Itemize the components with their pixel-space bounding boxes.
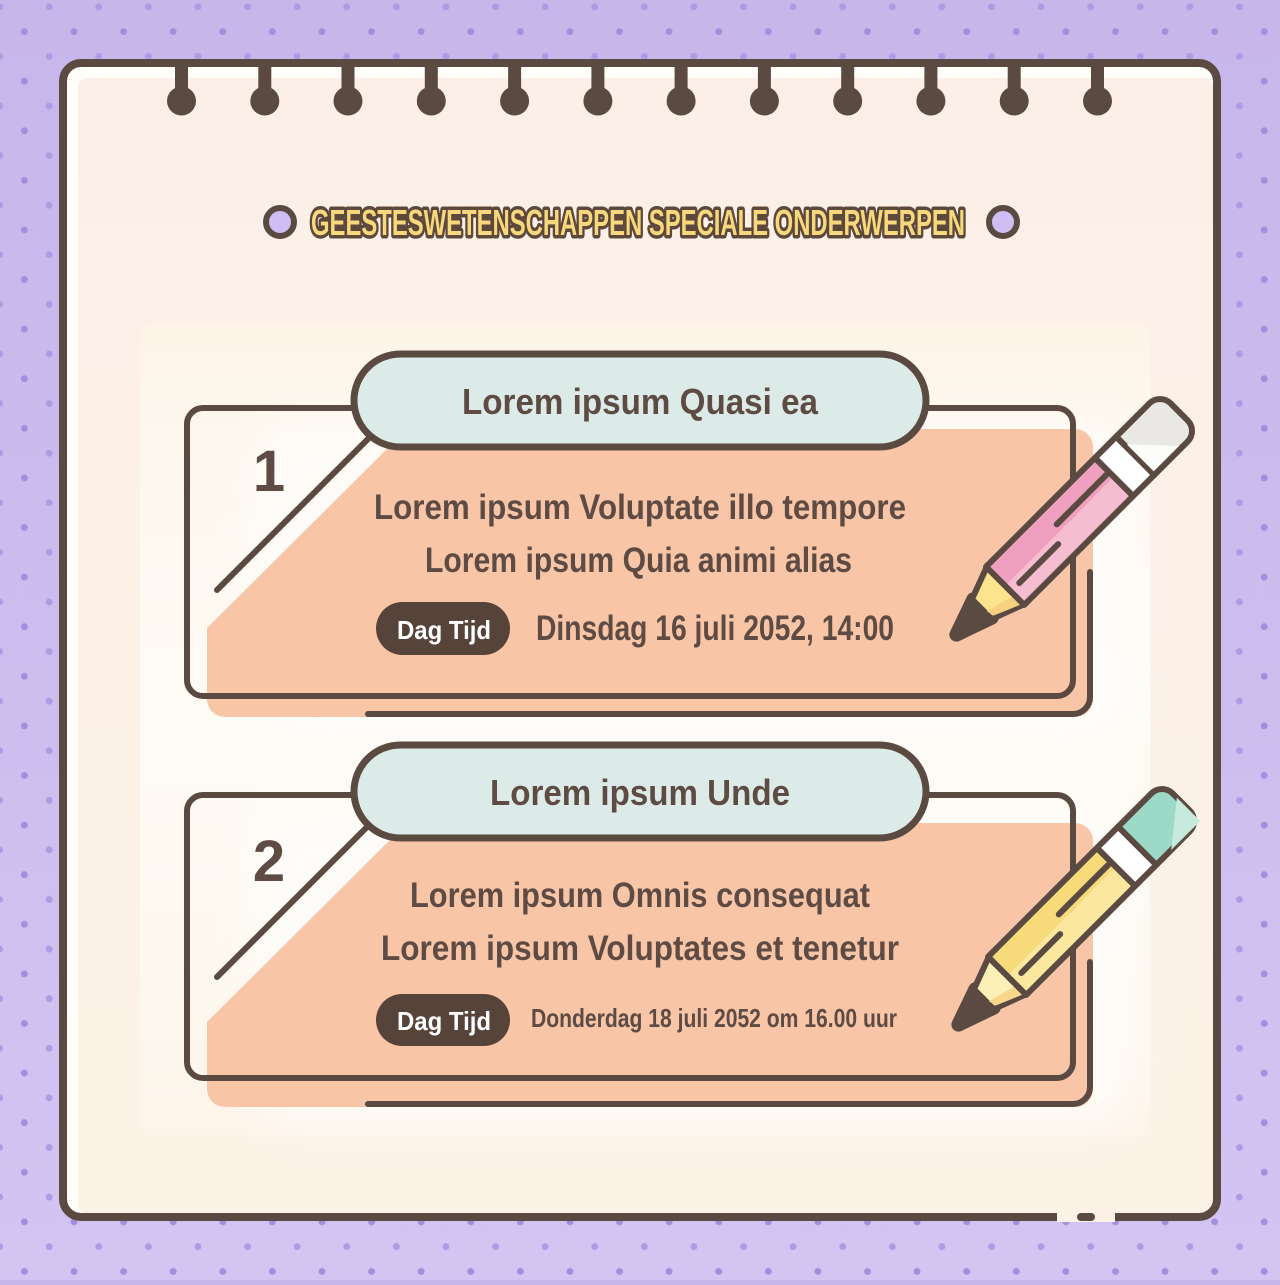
svg-text:2: 2	[253, 829, 285, 894]
svg-text:Dag Tijd: Dag Tijd	[397, 1006, 491, 1036]
svg-text:Lorem ipsum Quia animi alias: Lorem ipsum Quia animi alias	[425, 541, 852, 580]
svg-text:Lorem ipsum Voluptates et tene: Lorem ipsum Voluptates et tenetur	[381, 929, 899, 968]
svg-text:Lorem ipsum Unde: Lorem ipsum Unde	[490, 772, 790, 813]
svg-text:Lorem ipsum Voluptate illo tem: Lorem ipsum Voluptate illo tempore	[374, 488, 906, 527]
svg-text:GEESTESWETENSCHAPPEN SPECIALE: GEESTESWETENSCHAPPEN SPECIALE ONDERWERPE…	[311, 202, 965, 243]
svg-text:Donderdag 18 juli 2052 om 16.0: Donderdag 18 juli 2052 om 16.00 uur	[531, 1003, 897, 1033]
svg-text:1: 1	[253, 439, 285, 504]
svg-text:Lorem ipsum Omnis consequat: Lorem ipsum Omnis consequat	[410, 876, 870, 915]
svg-text:Dinsdag 16 juli 2052, 14:00: Dinsdag 16 juli 2052, 14:00	[536, 609, 894, 648]
svg-text:Lorem ipsum Quasi ea: Lorem ipsum Quasi ea	[462, 381, 819, 422]
svg-text:Dag Tijd: Dag Tijd	[397, 615, 491, 645]
